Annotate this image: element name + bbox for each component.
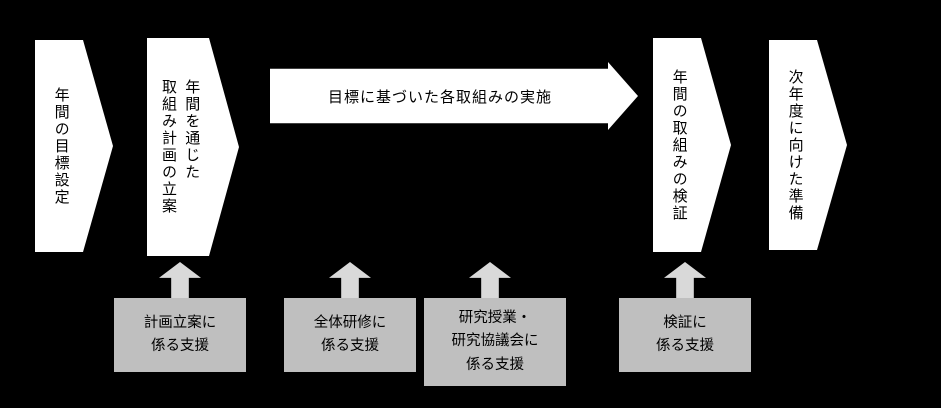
flow-step-label: 年間の取組みの検証 <box>670 68 688 222</box>
flow-step-implementation-arrow: 目標に基づいた各取組みの実施 <box>270 62 638 130</box>
support-box-research: 研究授業・ 研究協議会に 係る支援 <box>424 298 566 386</box>
support-box-label: 計画立案に 係る支援 <box>143 314 217 354</box>
flow-step-label: 年間を通じた 取組み計画の立案 <box>160 79 201 215</box>
support-box-planning: 計画立案に 係る支援 <box>114 298 246 372</box>
support-box-label: 検証に 係る支援 <box>656 314 714 354</box>
flow-step-label: 年間の目標設定 <box>52 86 70 206</box>
support-up-arrow-planning <box>159 262 201 298</box>
flow-step-label: 次年度に向けた準備 <box>786 68 804 222</box>
flow-step-annual-goal-setting: 年間の目標設定 <box>35 40 113 252</box>
support-up-arrow-verification <box>664 262 706 298</box>
support-up-arrow-training <box>329 262 371 298</box>
support-up-arrow-research <box>469 262 511 298</box>
flow-step-annual-plan-drafting: 年間を通じた 取組み計画の立案 <box>147 38 239 256</box>
support-box-training: 全体研修に 係る支援 <box>284 298 416 372</box>
flow-step-next-year-preparation: 次年度に向けた準備 <box>769 40 847 250</box>
support-box-label: 全体研修に 係る支援 <box>313 314 387 354</box>
flow-step-label: 目標に基づいた各取組みの実施 <box>327 88 552 106</box>
support-box-label: 研究授業・ 研究協議会に 係る支援 <box>451 310 539 373</box>
support-box-verification: 検証に 係る支援 <box>619 298 751 372</box>
flow-step-annual-verification: 年間の取組みの検証 <box>653 38 731 252</box>
